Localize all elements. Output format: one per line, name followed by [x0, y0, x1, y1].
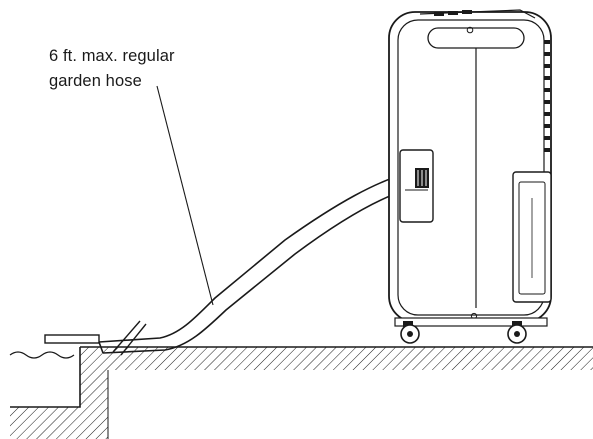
hatched-ground-icon: [10, 346, 593, 439]
drain-pit-icon: [44, 334, 100, 344]
callout-line-2: garden hose: [49, 72, 142, 90]
callout-leader: [156, 85, 214, 306]
garden-hose-icon: [98, 169, 422, 356]
caster-wheels: [400, 321, 527, 344]
callout-line-1: 6 ft. max. regular: [49, 47, 175, 65]
water-surface-icon: [9, 351, 75, 359]
air-grille: [544, 40, 550, 152]
hose-callout-label: 6 ft. max. regular garden hose: [49, 44, 175, 94]
dehumidifier-icon: [388, 9, 552, 327]
